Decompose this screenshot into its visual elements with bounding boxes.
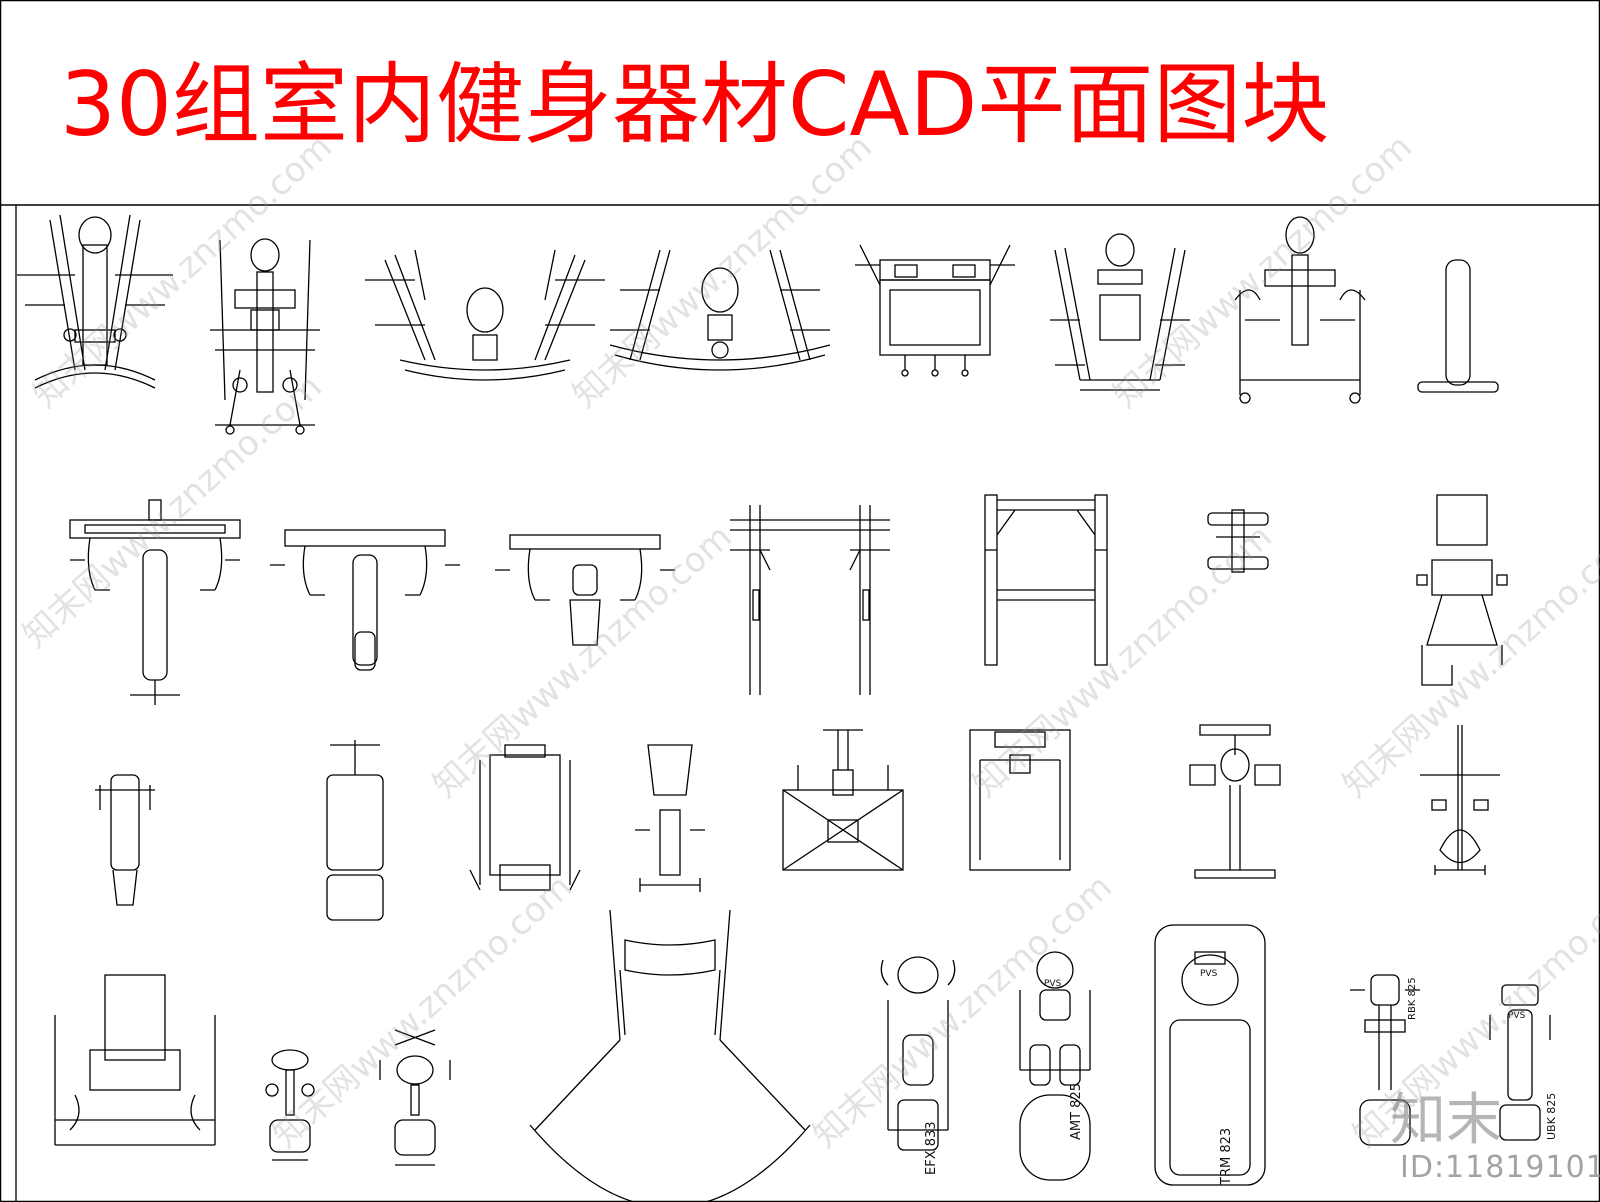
label-pvs-1: PVS xyxy=(1200,969,1218,979)
squat-rack-1 xyxy=(730,505,890,695)
leg-curl xyxy=(782,729,904,871)
label-efx: EFX 833 xyxy=(924,1121,939,1175)
label-ubk: UBK 825 xyxy=(1545,1093,1558,1140)
cable-crossover xyxy=(1420,725,1500,875)
adjustable-bench xyxy=(326,740,384,921)
brand-logo-text: 知末 xyxy=(1390,1088,1502,1153)
machine-5 xyxy=(855,244,1015,377)
bench-press-3 xyxy=(495,534,675,646)
machine-3 xyxy=(365,249,605,381)
dumbbell-rack xyxy=(1207,509,1269,573)
machine-7 xyxy=(1234,216,1366,404)
elliptical xyxy=(880,956,956,1151)
machine-8 xyxy=(1417,259,1499,393)
machine-1 xyxy=(17,214,173,389)
machine-6 xyxy=(1050,233,1190,391)
label-pvs-3: PVS xyxy=(1508,1011,1526,1021)
pec-deck xyxy=(635,744,705,892)
sheet-title: 30组室内健身器材CAD平面图块 xyxy=(60,53,1330,156)
image-id-tag: ID:1181910171 xyxy=(1400,1150,1600,1185)
hack-squat xyxy=(54,974,216,1146)
treadmill xyxy=(1154,924,1266,1186)
label-trm: TRM 823 xyxy=(1219,1128,1234,1186)
recumbent-bike xyxy=(1350,974,1420,1146)
spin-bike-2 xyxy=(379,1029,451,1166)
hip-abductor xyxy=(1189,724,1281,879)
bench-press-1 xyxy=(69,499,241,705)
smith-machine xyxy=(969,729,1071,871)
bench-press-2 xyxy=(270,529,460,671)
leg-press xyxy=(469,744,581,891)
flat-bench xyxy=(95,774,155,906)
label-amt: AMT 825 xyxy=(1069,1083,1084,1140)
stepper xyxy=(1019,951,1091,1181)
label-pvs-2: PVS xyxy=(1044,979,1062,989)
machine-4 xyxy=(609,249,831,371)
squat-rack-2 xyxy=(984,494,1108,666)
label-rbk: RBK 825 xyxy=(1407,977,1418,1020)
upright-bike xyxy=(1489,984,1551,1141)
spin-bike-1 xyxy=(265,1049,315,1161)
power-rack xyxy=(529,909,811,1202)
machine-2 xyxy=(210,238,320,435)
lat-tower xyxy=(1416,494,1508,686)
